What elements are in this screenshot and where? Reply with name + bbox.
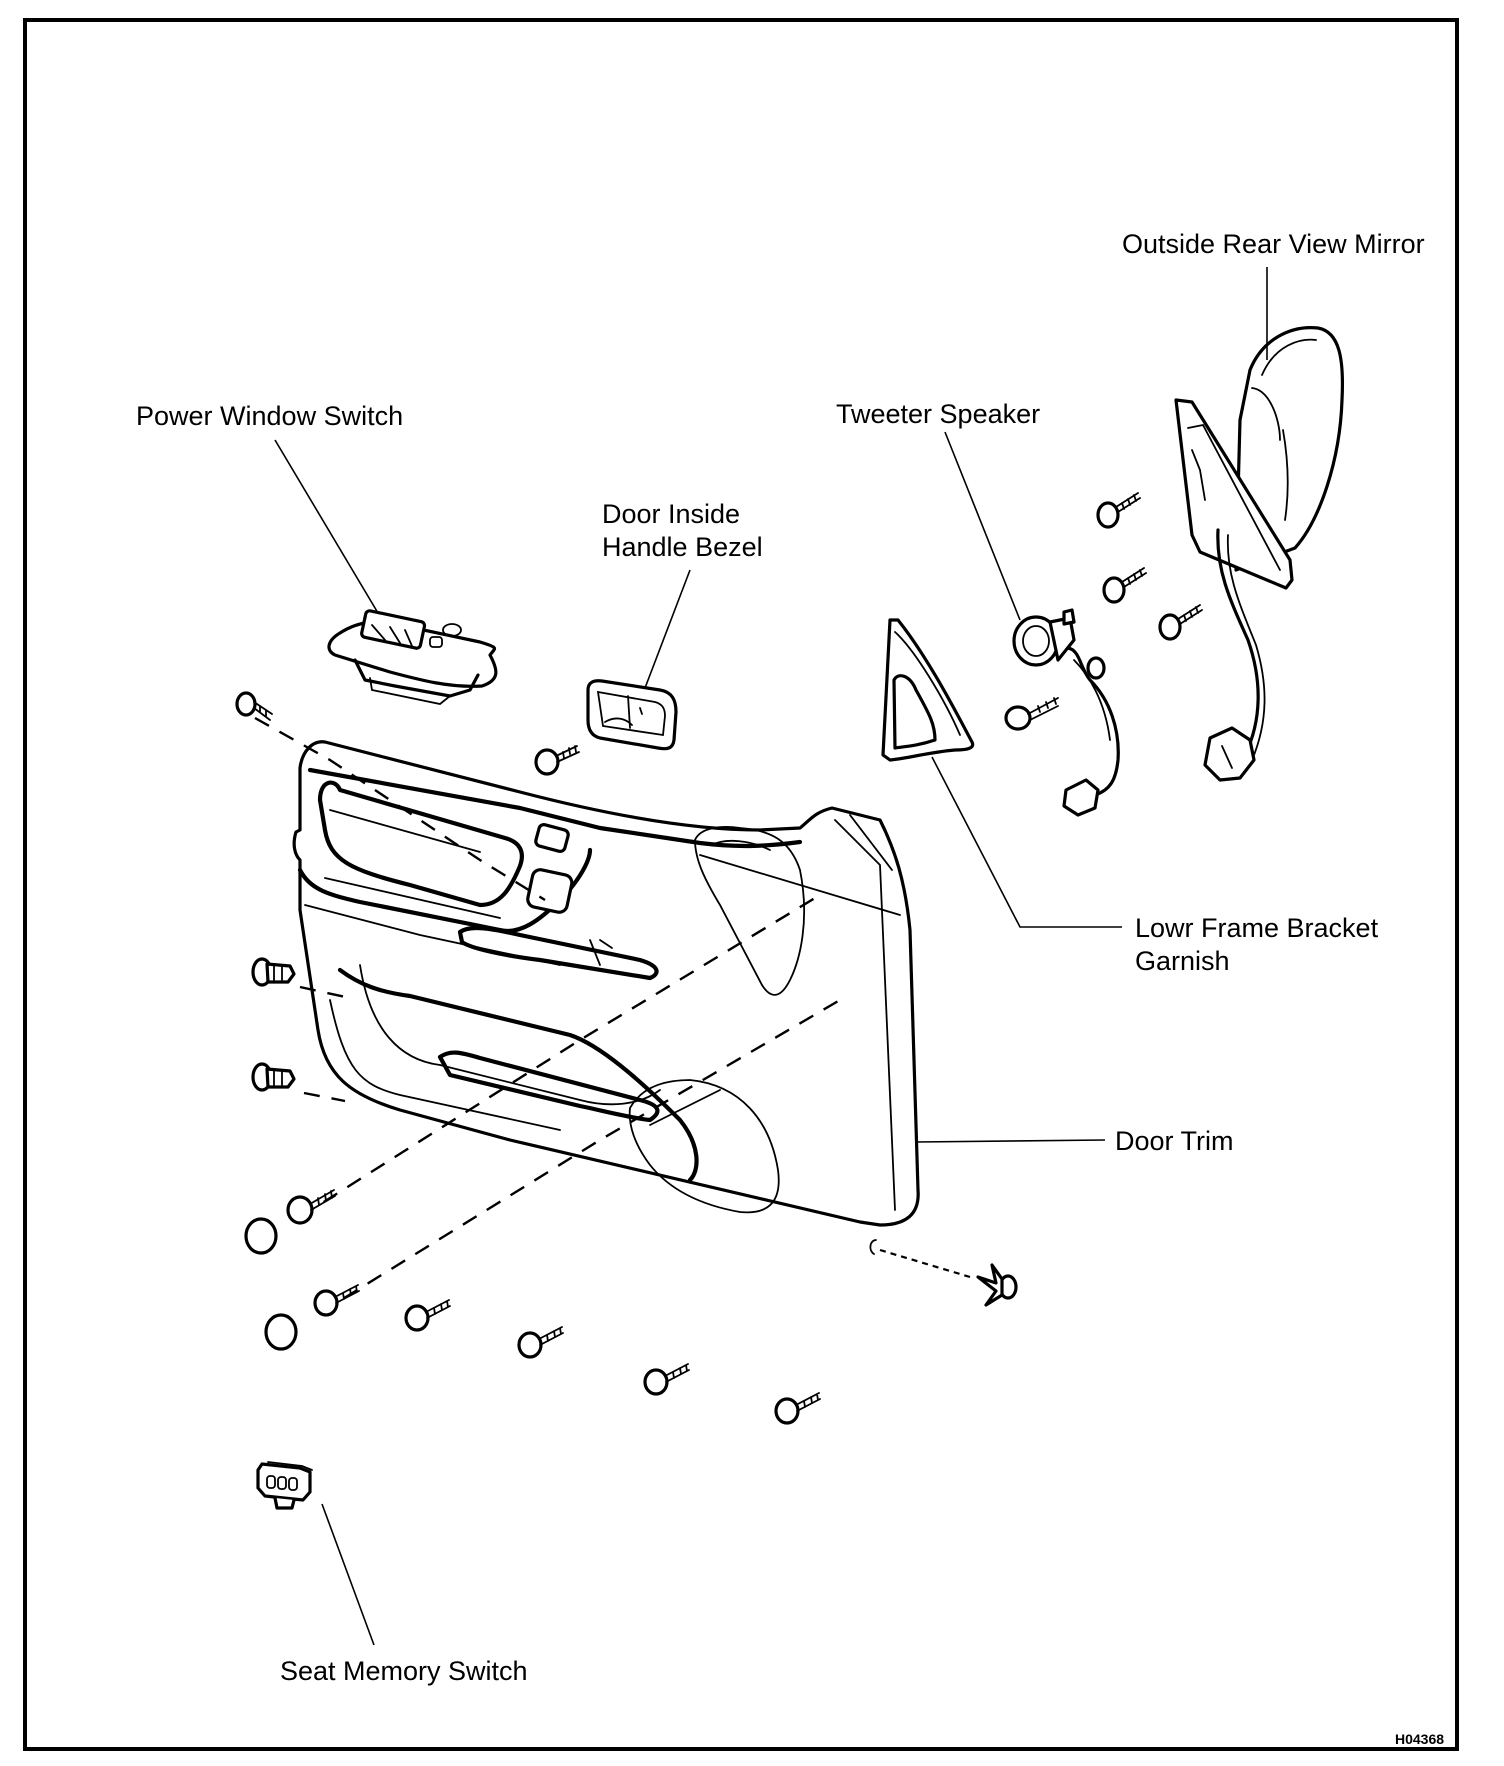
label-door-inside-handle-bezel-line1: Door Inside — [602, 499, 740, 529]
figure-code: H04368 — [1395, 1731, 1444, 1747]
trim-screw — [286, 1189, 336, 1225]
hole-cap — [244, 1217, 278, 1255]
tweeter-speaker — [1012, 608, 1120, 817]
leader-tweeter-speaker — [944, 431, 1021, 621]
label-door-trim: Door Trim — [1115, 1126, 1234, 1156]
installation-lines — [254, 716, 971, 1315]
bezel-screw — [534, 745, 580, 776]
leader-door-inside-handle-bezel — [644, 569, 691, 689]
diagram-frame — [23, 18, 1459, 1751]
seat-memory-switch — [256, 1461, 313, 1510]
door-inside-handle-bezel — [586, 679, 678, 751]
label-lowr-frame-bracket-garnish-line1: Lowr Frame Bracket — [1135, 913, 1379, 943]
leader-lowr-frame-bracket-garnish — [931, 756, 1122, 928]
trim-screw — [313, 1284, 360, 1317]
trim-screw — [517, 1326, 564, 1359]
trim-clip-top — [235, 691, 273, 721]
trim-clip — [251, 1062, 296, 1092]
label-seat-memory-switch: Seat Memory Switch — [280, 1656, 528, 1686]
mirror-bolt — [1158, 604, 1203, 641]
label-power-window-switch: Power Window Switch — [136, 401, 403, 431]
outside-rear-view-mirror — [1174, 326, 1345, 782]
rear-clip — [976, 1263, 1018, 1307]
leader-door-trim — [915, 1139, 1106, 1143]
mirror-bolt — [1102, 567, 1147, 604]
tweeter-screw — [1004, 697, 1059, 731]
trim-clip — [251, 957, 296, 987]
leader-seat-memory-switch — [321, 1503, 375, 1646]
label-tweeter-speaker: Tweeter Speaker — [836, 399, 1040, 429]
label-door-inside-handle-bezel-line2: Handle Bezel — [602, 532, 763, 562]
label-lowr-frame-bracket-garnish-line2: Garnish — [1135, 946, 1230, 976]
door-trim-panel — [292, 740, 920, 1255]
trim-screw — [643, 1363, 690, 1396]
trim-screw — [404, 1299, 451, 1332]
leader-power-window-switch — [274, 439, 379, 614]
mirror-bolt — [1096, 492, 1141, 529]
power-window-switch — [327, 609, 498, 705]
trim-screw — [774, 1392, 821, 1425]
hole-cap — [264, 1313, 298, 1351]
label-outside-rear-view-mirror: Outside Rear View Mirror — [1122, 229, 1425, 259]
lowr-frame-bracket-garnish — [881, 618, 975, 762]
